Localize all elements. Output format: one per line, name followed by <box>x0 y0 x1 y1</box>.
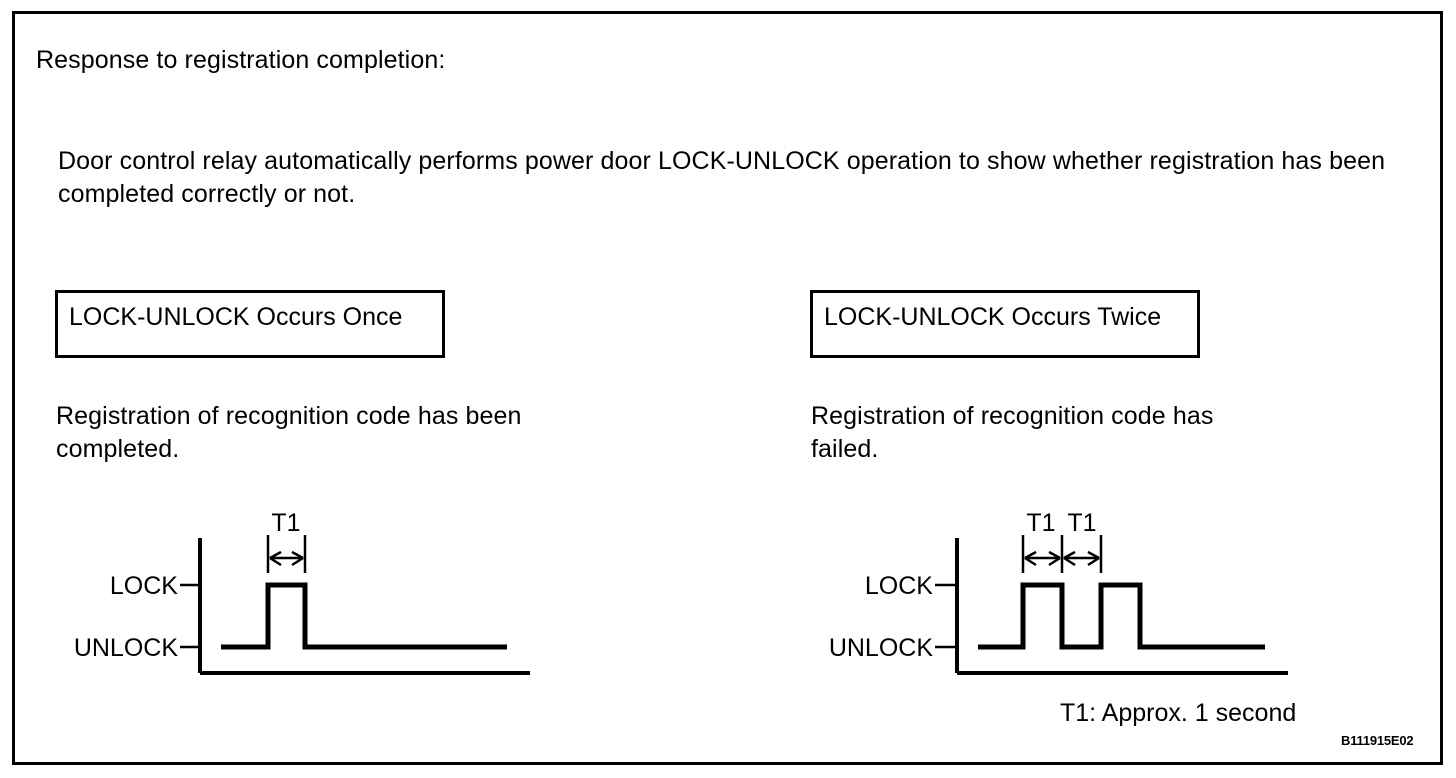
body-paragraph: Door control relay automatically perform… <box>58 147 1386 208</box>
axis-label-lock-left: LOCK <box>110 572 178 600</box>
waveform-twice <box>978 582 1265 650</box>
dim-arrow-head-left-start <box>269 550 282 567</box>
column-lock-unlock-once: LOCK-UNLOCK Occurs Once Registration of … <box>0 0 620 778</box>
waveform-once <box>221 582 507 650</box>
dim-arrow-head-right-1-end <box>1048 550 1061 567</box>
figure-id: B111915E02 <box>1341 733 1414 748</box>
dimension-label-t1-right-2: T1 <box>1067 509 1096 537</box>
dim-arrow-head-left-end <box>291 550 304 567</box>
dim-arrow-head-right-2-end <box>1087 550 1100 567</box>
caption-once: Registration of recognition code has bee… <box>56 402 522 463</box>
dim-arrow-head-right-2-start <box>1063 550 1076 567</box>
dimension-label-t1-right-1: T1 <box>1026 509 1055 537</box>
title-box-once-label: LOCK-UNLOCK Occurs Once <box>69 303 403 331</box>
timing-diagram-twice: LOCK UNLOCK <box>775 498 1335 693</box>
title-box-once: LOCK-UNLOCK Occurs Once <box>55 290 445 358</box>
timing-diagram-once: LOCK UNLOCK T1 <box>20 498 580 693</box>
dimension-label-t1-left: T1 <box>271 509 300 537</box>
caption-twice: Registration of recognition code has fai… <box>811 402 1214 463</box>
column-lock-unlock-twice: LOCK-UNLOCK Occurs Twice Registration of… <box>755 0 1375 778</box>
figure-border <box>12 11 1443 765</box>
title-box-twice-label: LOCK-UNLOCK Occurs Twice <box>824 303 1162 331</box>
axis-label-unlock-right: UNLOCK <box>829 634 934 662</box>
dim-arrow-head-right-1-start <box>1024 550 1037 567</box>
timing-note: T1: Approx. 1 second <box>1060 699 1297 727</box>
page-title: Response to registration completion: <box>36 46 446 74</box>
axis-label-unlock-left: UNLOCK <box>74 634 179 662</box>
title-box-twice: LOCK-UNLOCK Occurs Twice <box>810 290 1200 358</box>
axis-label-lock-right: LOCK <box>865 572 933 600</box>
